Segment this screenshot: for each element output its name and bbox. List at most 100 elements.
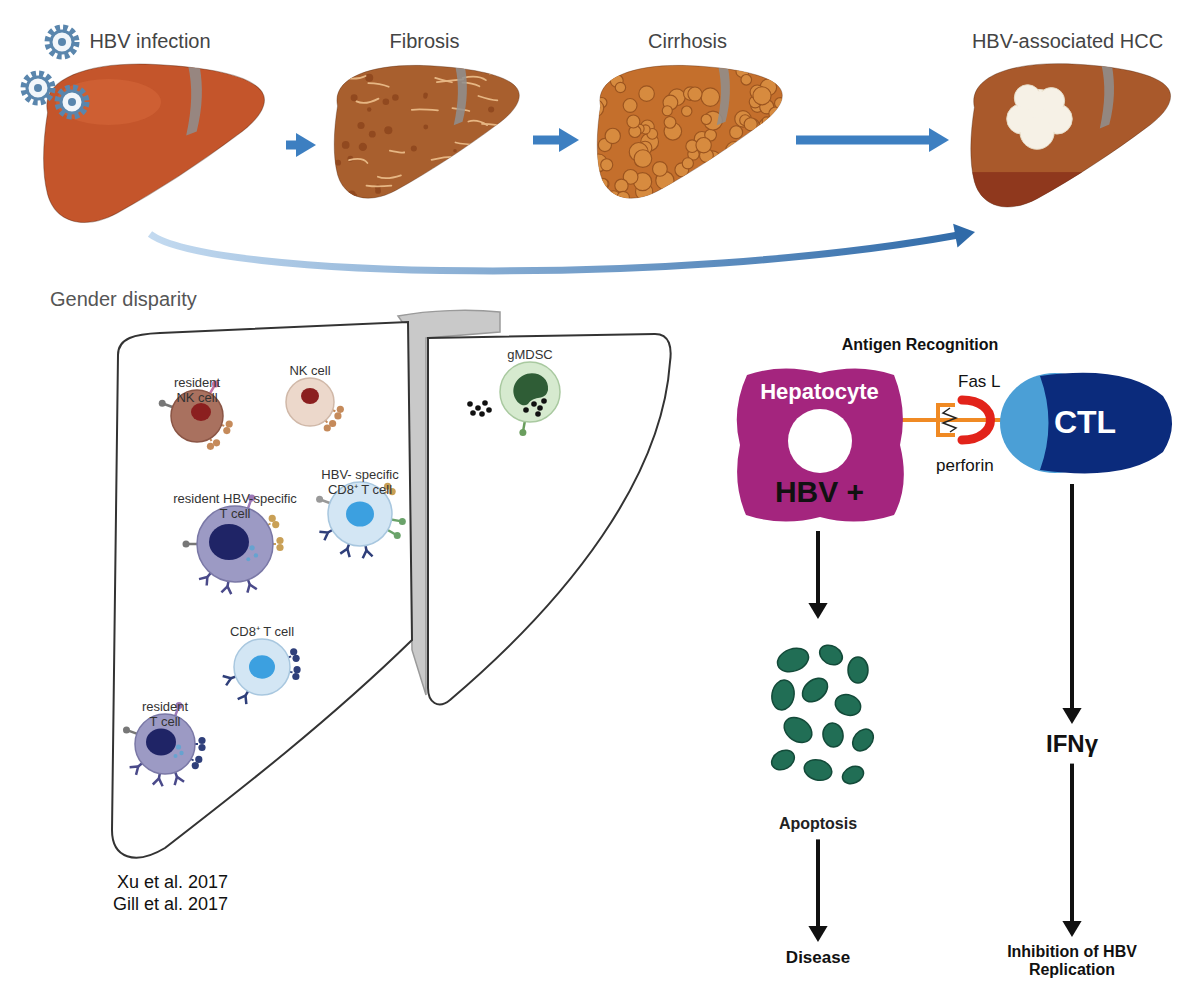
liver-stage-art-part [58, 88, 86, 116]
connector-arrow [286, 133, 316, 157]
liver-stage-art-part-part-part [617, 191, 630, 204]
liver-stage-art-part-part-part [1100, 66, 1114, 129]
liver-stage-art-part-part-part [383, 98, 390, 105]
node-text: Hepatocyte [732, 379, 907, 404]
liver-stage-art-part-part-part [744, 192, 756, 204]
fasl-bracket [938, 405, 955, 435]
liver-stage-art-part-part-part [453, 149, 457, 153]
liver-stage-art [585, 30, 790, 210]
hepatocyte-cell-art-part [788, 409, 852, 473]
liver-stage-art-part-part-part [1016, 87, 1039, 110]
liver-stage-art-part-part-part [454, 67, 467, 125]
liver-stage-art-part-part-part [733, 170, 743, 180]
liver-stage-art-part-part [597, 65, 782, 198]
liver-stage-art-part-part-part [586, 99, 604, 117]
liver-stage-art-part-part-part [717, 152, 735, 170]
liver-stage-art-part-part-part [730, 126, 743, 139]
liver-stage-art-part-part-part [770, 173, 786, 189]
immune-cell-art-part [537, 405, 543, 411]
immune-cell-art-part [475, 405, 481, 411]
immune-cell-art-part [238, 696, 247, 705]
outcome-text: Disease [763, 948, 873, 968]
liver-stage-art-part-part-part [497, 191, 503, 197]
liver-stage-art-part-part-part [759, 118, 774, 133]
liver-left-lobe [112, 322, 412, 858]
liver-stage-art-part-part-part [741, 74, 752, 85]
immune-cell-art-part [209, 524, 249, 560]
node-text: IFNγ [1027, 730, 1117, 758]
immune-cell-art-part [246, 557, 250, 561]
immune-cell-art-part [482, 400, 488, 406]
apoptosis-fragments-art-part [802, 757, 834, 784]
liver-stage-art-part-part-part [482, 124, 507, 127]
panel-heading: Antigen Recognition [842, 336, 998, 354]
connector-arrow-part [296, 133, 316, 157]
node-text: CD8⁺ T cell [217, 625, 307, 640]
apoptosis-fragments-art-part [848, 725, 877, 755]
liver-stage-art-part-part-part [384, 126, 392, 134]
apoptosis-fragments-art-part [798, 673, 832, 706]
liver-stage-art-part-part-part [682, 106, 692, 116]
connector-arrow-part [808, 926, 827, 942]
immune-cell: gMDSC [485, 348, 575, 363]
liver-stage: HBV infection [20, 30, 280, 230]
connector-arrow-part [559, 128, 579, 152]
liver-stage-art-part-part-part [762, 117, 771, 126]
liver-stage-art-part-part-part [500, 180, 504, 184]
connector-arrow-part [1062, 921, 1081, 937]
liver-stage-art-part-part-part [688, 87, 702, 101]
liver-stage-art-part-part-part [769, 107, 783, 121]
molecule-label: perforin [936, 456, 994, 476]
immune-cell-art-part [223, 676, 231, 685]
liver-stage-art-part-part [963, 66, 1182, 220]
liver-stage-art-part-part-part [589, 193, 603, 207]
liver-stage-art-part-part [56, 66, 202, 135]
liver-stage-art-part-part-part [356, 99, 378, 103]
liver-stage-art-part-part-part [775, 98, 786, 109]
liver-stage-art-part-part [334, 65, 519, 198]
liver-stage-art [322, 30, 527, 210]
immune-cell-art-part [319, 532, 328, 541]
connector-arrow-part [1070, 484, 1074, 713]
liver-stage-art-part-part-part [474, 187, 478, 191]
immune-cell-art-part [399, 518, 406, 525]
liver-stage-art-part-part-part [1040, 89, 1063, 112]
immune-cell-art-part [329, 420, 336, 427]
liver-stage-art-part-part-part [375, 188, 381, 194]
node-text: Fibrosis [322, 30, 527, 53]
liver-stage-art-part-part-part [701, 114, 711, 124]
liver-stage-art-part-part-part [756, 140, 767, 151]
liver-stage-art-part-part-part [1022, 117, 1052, 147]
liver-stage-art-part-part-part [335, 160, 341, 166]
liver-stage-art-part-part-part [495, 159, 499, 163]
outcome-text: Inhibition of HBV Replication [992, 943, 1152, 980]
immune-cell-art-part [334, 412, 341, 419]
connector-arrow [533, 128, 579, 152]
liver-stage-art-part-part-part [597, 178, 608, 189]
liver-stage-art-part-part-part [760, 184, 778, 202]
liver-stage-art-part-part-part [601, 159, 613, 171]
immune-cell-art-part [123, 726, 130, 733]
liver-stage-art-part-part-part [486, 164, 506, 169]
node-text: HBV infection [20, 30, 280, 53]
immune-cell-art-part [130, 766, 139, 774]
liver-stage-art-part-part-part [739, 171, 756, 188]
immune-cell-art-part [486, 407, 492, 413]
perforin-receptor [962, 400, 991, 440]
liver-stage-art-part-part-part [714, 180, 726, 192]
liver-stage-art-part-part-part [963, 172, 1182, 220]
liver-stage-art-part-part-part [359, 143, 367, 151]
liver-stage-art-part-part-part [368, 83, 388, 87]
immune-cell-art-part [199, 577, 207, 586]
immune-cell-art-part [337, 406, 344, 413]
immune-cell-art-part [479, 411, 485, 417]
immune-cell-art-part [250, 545, 255, 550]
liver-stage-art-part [51, 31, 73, 53]
liver-stage-art-part-part-part [734, 183, 748, 197]
immune-cell-art-part [195, 756, 202, 763]
liver-stage-art-part-part-part [776, 168, 786, 178]
immune-cell-art-part [541, 398, 547, 404]
node-text: HBV- specific CD8⁺ T cell [312, 468, 408, 498]
liver-stage-art-part-part-part [390, 151, 404, 153]
